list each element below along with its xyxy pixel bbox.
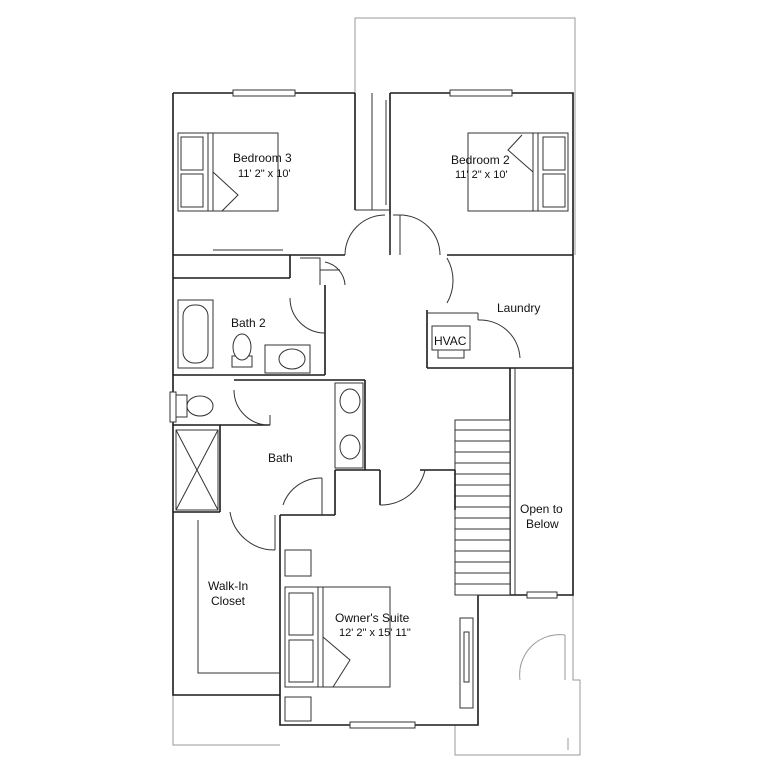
- bath-shower: [175, 429, 219, 511]
- dresser: [459, 617, 474, 709]
- window-bedroom3: [232, 89, 296, 97]
- bath2-tub: [177, 299, 214, 369]
- hall-door: [379, 469, 426, 506]
- balcony-top-outline: [354, 17, 576, 255]
- patio-door: [519, 634, 566, 681]
- bath2-walls: [173, 255, 340, 376]
- bedroom3-door: [344, 214, 391, 256]
- suite-bath-door: [282, 477, 323, 515]
- bath-toilet: [175, 394, 214, 418]
- bath-vanity: [334, 382, 364, 469]
- linen-door: [324, 261, 346, 286]
- closet-shelving: [197, 520, 280, 674]
- bedroom-walls: [173, 93, 573, 256]
- walk-in-closet-line1: Walk-In: [208, 579, 248, 593]
- bedroom3-size: 11' 2" x 10': [238, 168, 291, 180]
- laundry-label: Laundry: [497, 301, 540, 315]
- bath-door: [233, 389, 271, 426]
- stair: [454, 368, 516, 596]
- hvac-label: HVAC: [434, 334, 467, 348]
- bath2-sink: [264, 344, 311, 374]
- nightstand-bottom: [284, 696, 312, 722]
- bath-label: Bath: [268, 451, 293, 465]
- bedroom2-size: 11' 2" x 10': [455, 169, 508, 181]
- bedroom2-door: [393, 214, 441, 256]
- bedroom2-label: Bedroom 2: [451, 153, 510, 167]
- laundry-door: [446, 257, 521, 359]
- bath-walls: [173, 379, 456, 695]
- bath2-door: [289, 297, 326, 334]
- window-toilet: [169, 391, 177, 423]
- bath2-label: Bath 2: [231, 316, 266, 330]
- window-open-below: [526, 591, 558, 599]
- nightstand-top: [284, 549, 312, 577]
- owners-suite-size: 12' 2" x 15' 11": [339, 627, 411, 639]
- open-to-below-line1: Open to: [520, 502, 563, 516]
- owners-suite-label: Owner's Suite: [335, 611, 410, 625]
- closet-door: [229, 511, 276, 551]
- bedroom3-label: Bedroom 3: [233, 151, 292, 165]
- stair-treads: [455, 429, 510, 585]
- hvac-unit: [431, 325, 471, 359]
- patio-bottom-outline: [172, 595, 581, 756]
- owners-suite-bed: [284, 586, 391, 688]
- bath2-toilet: [231, 333, 253, 368]
- open-to-below-line2: Below: [526, 517, 559, 531]
- bedroom3-bed: [177, 132, 279, 212]
- window-owners-suite: [349, 721, 416, 729]
- walk-in-closet-line2: Closet: [211, 594, 246, 608]
- laundry-walls: [426, 310, 573, 369]
- window-bedroom2: [449, 89, 513, 97]
- bedroom2-bed: [467, 132, 569, 212]
